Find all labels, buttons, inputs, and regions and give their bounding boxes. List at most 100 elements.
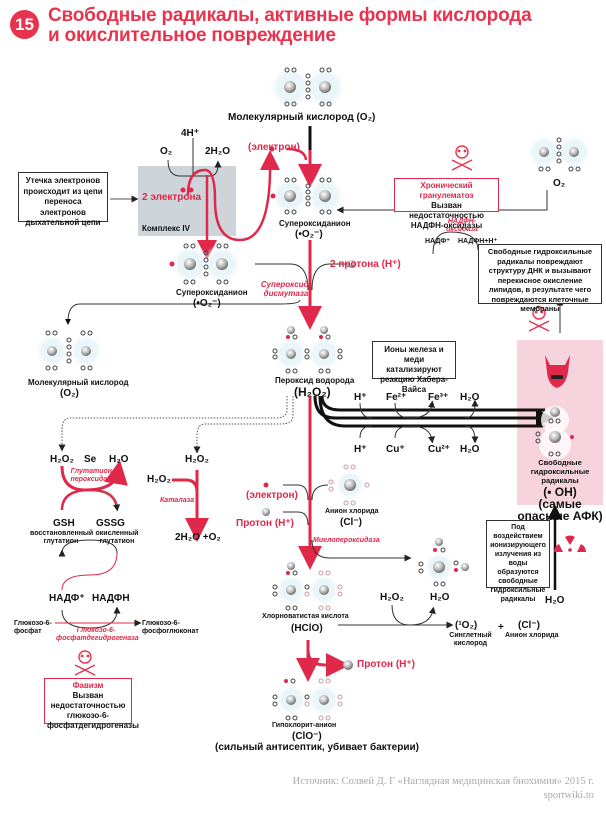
superoxide-formula-top: (•O₂⁻) [295,229,323,240]
page-title: Свободные радикалы, активные формы кисло… [48,5,532,46]
catalase-product: 2H₂O +O₂ [175,532,221,543]
catalase-h2o2-side: H₂O₂ [147,474,171,485]
proton-label-hocl: Протон (H⁺) [357,659,416,670]
gpx-h2o2: H₂O₂ [50,454,74,465]
gpx-h2o: H₂O [109,454,129,465]
title-line-2: и окислительное повреждение [48,25,336,46]
haber-weiss-box: Ионы железа и меди катализируют реакцию … [372,341,456,394]
g6pd-enzyme-label: Глюкозо-6-фосфатдегидрогеназа [56,627,139,642]
nadp-plus-label: НАДФ⁺ [425,238,450,245]
gsh-label: GSH [53,518,75,529]
hocl-h2o2: H₂O₂ [380,592,404,603]
radiation-icon [554,535,586,552]
superoxide-dismutase-label: Супероксид-дисмутаза [260,280,312,298]
superoxide-molecule-left [169,243,242,285]
proton-label-mpo: Протон (H⁺) [236,518,295,529]
hw-cu2: Cu²⁺ [428,444,450,455]
superoxide-label-left: Супероксиданион [176,288,248,297]
nadph-oxidase-label: НАДФН-оксидаза [446,218,478,233]
water-output-label: 2H₂O [205,146,231,157]
four-h-plus-label: 4H⁺ [181,128,200,139]
source-citation: Источник: Солвей Д. Г «Наглядная медицин… [292,776,594,787]
chloride-formula-right: (Cl⁻) [518,620,540,631]
gssg-label: GSSG [96,518,125,529]
superoxide-label-top: Супероксиданион [279,219,351,228]
two-protons-label: 2 протона (H⁺) [330,259,401,270]
chloride-anion-molecule [328,464,370,506]
two-electrons-label: 2 электрона [142,192,202,203]
figure-number-badge: 15 [10,10,39,39]
water-molecule [418,538,469,587]
superoxide-formula-left: (•O₂⁻) [193,298,221,309]
hw-h2o-2: H₂O [460,444,480,455]
catalase-h2o2-top: H₂O₂ [185,454,209,465]
peroxide-formula: (H₂O₂) [294,385,331,399]
peroxide-label: Пероксид водорода [275,376,355,385]
electron-leak-box: Утечка электронов происходит из цепи пер… [18,172,108,227]
favism-title: Фавизм [72,681,104,690]
hydroxyl-damage-box: Свободные гидроксильные радикалы поврежд… [478,244,602,313]
hydrogen-peroxide-molecule [272,326,343,374]
hydroxyl-label: Свободные гидроксильные радикалы [530,458,590,485]
favism-box: Фавизм Вызван недостаточностью глюкозо-6… [44,678,139,730]
oxygen-molecule-left [34,330,104,371]
molecular-oxygen-label: Молекулярный кислород (O₂) [228,112,376,123]
catalase-label: Каталаза [160,497,195,504]
nadph-left: НАДФН [92,593,130,604]
hw-fe3: Fe³⁺ [428,392,449,403]
oxygen-molecule-top [268,65,347,109]
chloride-formula: (Cl⁻) [340,517,362,528]
title-line-1: Свободные радикалы, активные формы кисло… [48,5,532,26]
skull-icon-granulomatosis [451,145,473,171]
skull-icon-favism [74,650,96,676]
nadp-plus-left: НАДФ⁺ [49,593,85,604]
o2-right-label: O₂ [553,178,566,189]
radiation-box: Под воздействием ионизирующего излучения… [486,520,550,603]
devil-face-icon [545,355,570,388]
hw-fe2: Fe²⁺ [386,392,407,403]
superoxide-molecule-top [270,176,345,216]
electron-label-top: (электрон) [248,142,300,153]
skull-icon-membrane [528,306,550,332]
left-oxygen-label: Молекулярный кислород [28,378,129,387]
granulomatosis-text: Вызван недостаточностью НАДФН-оксидазы [409,201,484,230]
antiseptic-note: (сильный антисептик, убивает бактерии) [215,742,419,753]
electron-label-mpo: (электрон) [246,490,298,501]
gsh-description: восстановленный глутатион [30,530,94,545]
source-site: sportwiki.to [543,790,594,801]
glutathione-peroxidase-label: Глутатион-пероксидаза [70,468,115,483]
complex-iv-label: Комплекс IV [142,224,190,233]
hw-h-plus-2: H⁺ [354,444,367,455]
hydroxyl-formula: (• OH) [543,485,577,499]
oxygen-molecule-right [526,134,592,172]
hw-h-plus-1: H⁺ [354,392,367,403]
chloride-label-right: Анион хлорида [505,632,559,639]
hypochlorous-acid-formula: (HClO) [291,623,323,634]
phosphogluconate-label: Глюкозо-6-фосфоглюконат [142,620,199,635]
nadph-h-label: НАДФН+Н⁺ [458,238,498,245]
granulomatosis-title: Хронический гранулематоз [419,181,474,200]
o2-input-label: O₂ [160,146,173,157]
singlet-oxygen-formula: (¹O₂) [455,620,478,631]
hocl-h2o: H₂O [430,592,450,603]
gssg-description: окисленный глутатион [95,530,139,545]
hw-h2o-1: H₂O [460,392,480,403]
chloride-label: Анион хлорида [325,508,379,515]
selenium-label: Se [84,454,97,465]
myeloperoxidase-label: Миелопероксидаза [313,537,380,544]
hydroxyl-note-2: опасные АФК) [517,509,603,523]
glucose-6-phosphate-label: Глюкозо-6-фосфат [14,620,52,635]
hypochlorous-acid-molecule [272,562,343,611]
favism-text: Вызван недостаточностью глюкозо-6-фосфат… [47,691,139,730]
hypochlorite-formula: (ClO⁻) [292,731,322,742]
hydroxyl-radical-molecule [535,406,574,460]
hw-cu1: Cu⁺ [386,444,405,455]
left-oxygen-formula: (O₂) [60,388,79,399]
hydroxyl-note-1: (самые [538,497,582,511]
granulomatosis-box: Хронический гранулематоз Вызван недостат… [394,178,499,230]
radiation-water-label: H₂O [545,595,565,606]
hypochlorite-anion-molecule [272,678,343,721]
hypochlorous-acid-label: Хлорноватистая кислота [262,613,349,620]
plus-sign: + [498,622,504,633]
